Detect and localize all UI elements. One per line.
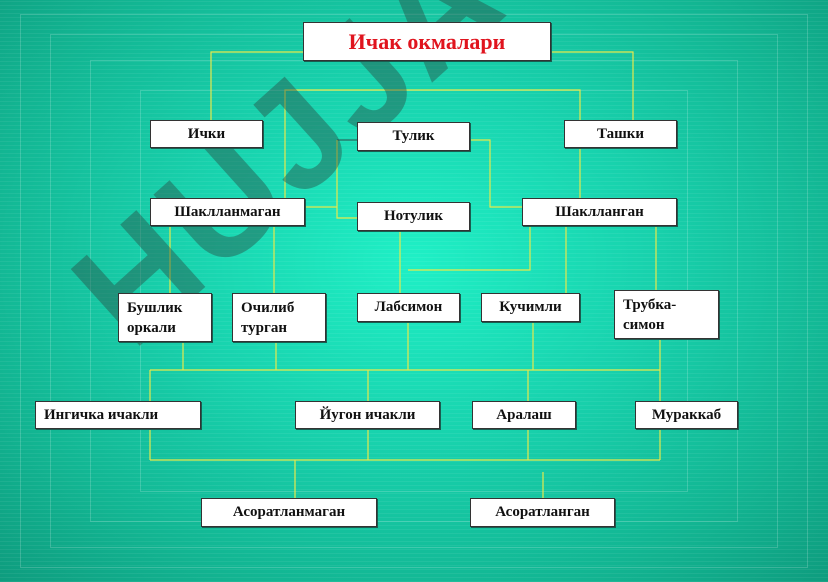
node-ochilib-turgan: Очилиб турган — [232, 293, 326, 342]
node-asoratlangan: Асоратланган — [470, 498, 615, 527]
node-line: Бушлик — [127, 299, 183, 316]
bg-ring — [20, 14, 808, 568]
node-shakllangan: Шаклланган — [522, 198, 677, 226]
node-trubkasimon: Трубка- симон — [614, 290, 719, 339]
node-bushlik-orkali: Бушлик оркали — [118, 293, 212, 342]
node-asoratlanmagan: Асоратланмаган — [201, 498, 377, 527]
node-line: оркали — [127, 319, 176, 336]
node-line: Очилиб — [241, 299, 295, 316]
node-ingichka-ichakli: Ингичка ичакли — [35, 401, 201, 429]
node-line: симон — [623, 316, 665, 333]
node-ichki: Ички — [150, 120, 263, 148]
diagram-title: Ичак окмалари — [303, 22, 551, 61]
node-shakllanmagan: Шаклланмаган — [150, 198, 305, 226]
node-murakkab: Мураккаб — [635, 401, 738, 429]
node-yugon-ichakli: Йугон ичакли — [295, 401, 440, 429]
node-tashki: Ташки — [564, 120, 677, 148]
node-tulik: Тулик — [357, 122, 470, 151]
node-notulik: Нотулик — [357, 202, 470, 231]
node-labsimon: Лабсимон — [357, 293, 460, 322]
node-line: турган — [241, 319, 287, 336]
node-kuchimli: Кучимли — [481, 293, 580, 322]
node-aralash: Аралаш — [472, 401, 576, 429]
node-line: Трубка- — [623, 296, 677, 313]
